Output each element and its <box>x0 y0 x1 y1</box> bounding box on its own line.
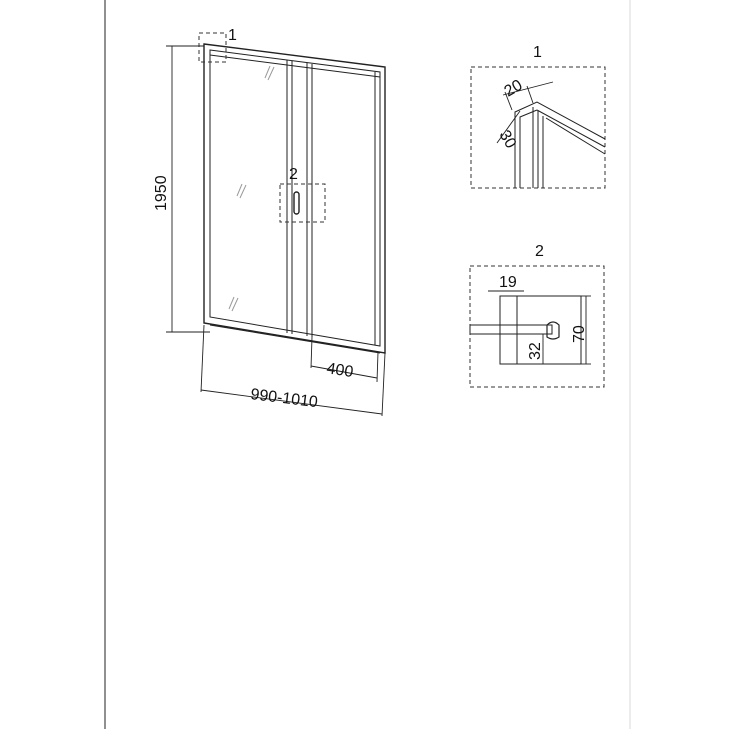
detail-2-title: 2 <box>535 243 544 260</box>
detail-2: 2 19 70 32 <box>469 243 605 388</box>
door-inner-frame <box>209 49 381 347</box>
detail-2-dim-top: 19 <box>499 274 517 291</box>
callout-label-2: 2 <box>289 166 298 183</box>
top-profile <box>209 54 381 78</box>
door-handle-icon <box>293 191 300 215</box>
callout-label-1: 1 <box>228 27 237 44</box>
panel-dim-line <box>310 365 378 379</box>
callout-box-1 <box>198 32 227 63</box>
detail-2-dim-bottom: 32 <box>527 342 544 360</box>
width-dim-label: 990-1010 <box>250 386 319 411</box>
seal-profile <box>546 321 560 340</box>
height-dim-label: 1950 <box>153 175 170 211</box>
detail-1-title: 1 <box>533 44 542 61</box>
width-dim-line <box>200 389 383 415</box>
detail-1-dim-b: 30 <box>496 128 520 152</box>
detail-1-dim-a: 20 <box>502 77 526 101</box>
panel-dim-label: 400 <box>325 360 354 381</box>
callout-box-2 <box>279 183 326 223</box>
glass-reflection-marks <box>228 65 275 312</box>
bottom-profile <box>209 324 381 354</box>
glass-edge <box>469 324 553 335</box>
detail-2-dim-height: 70 <box>571 325 588 343</box>
detail-1: 1 20 30 <box>470 44 606 189</box>
shower-door-elevation: 1 2 1950 990-1010 400 <box>153 27 386 417</box>
